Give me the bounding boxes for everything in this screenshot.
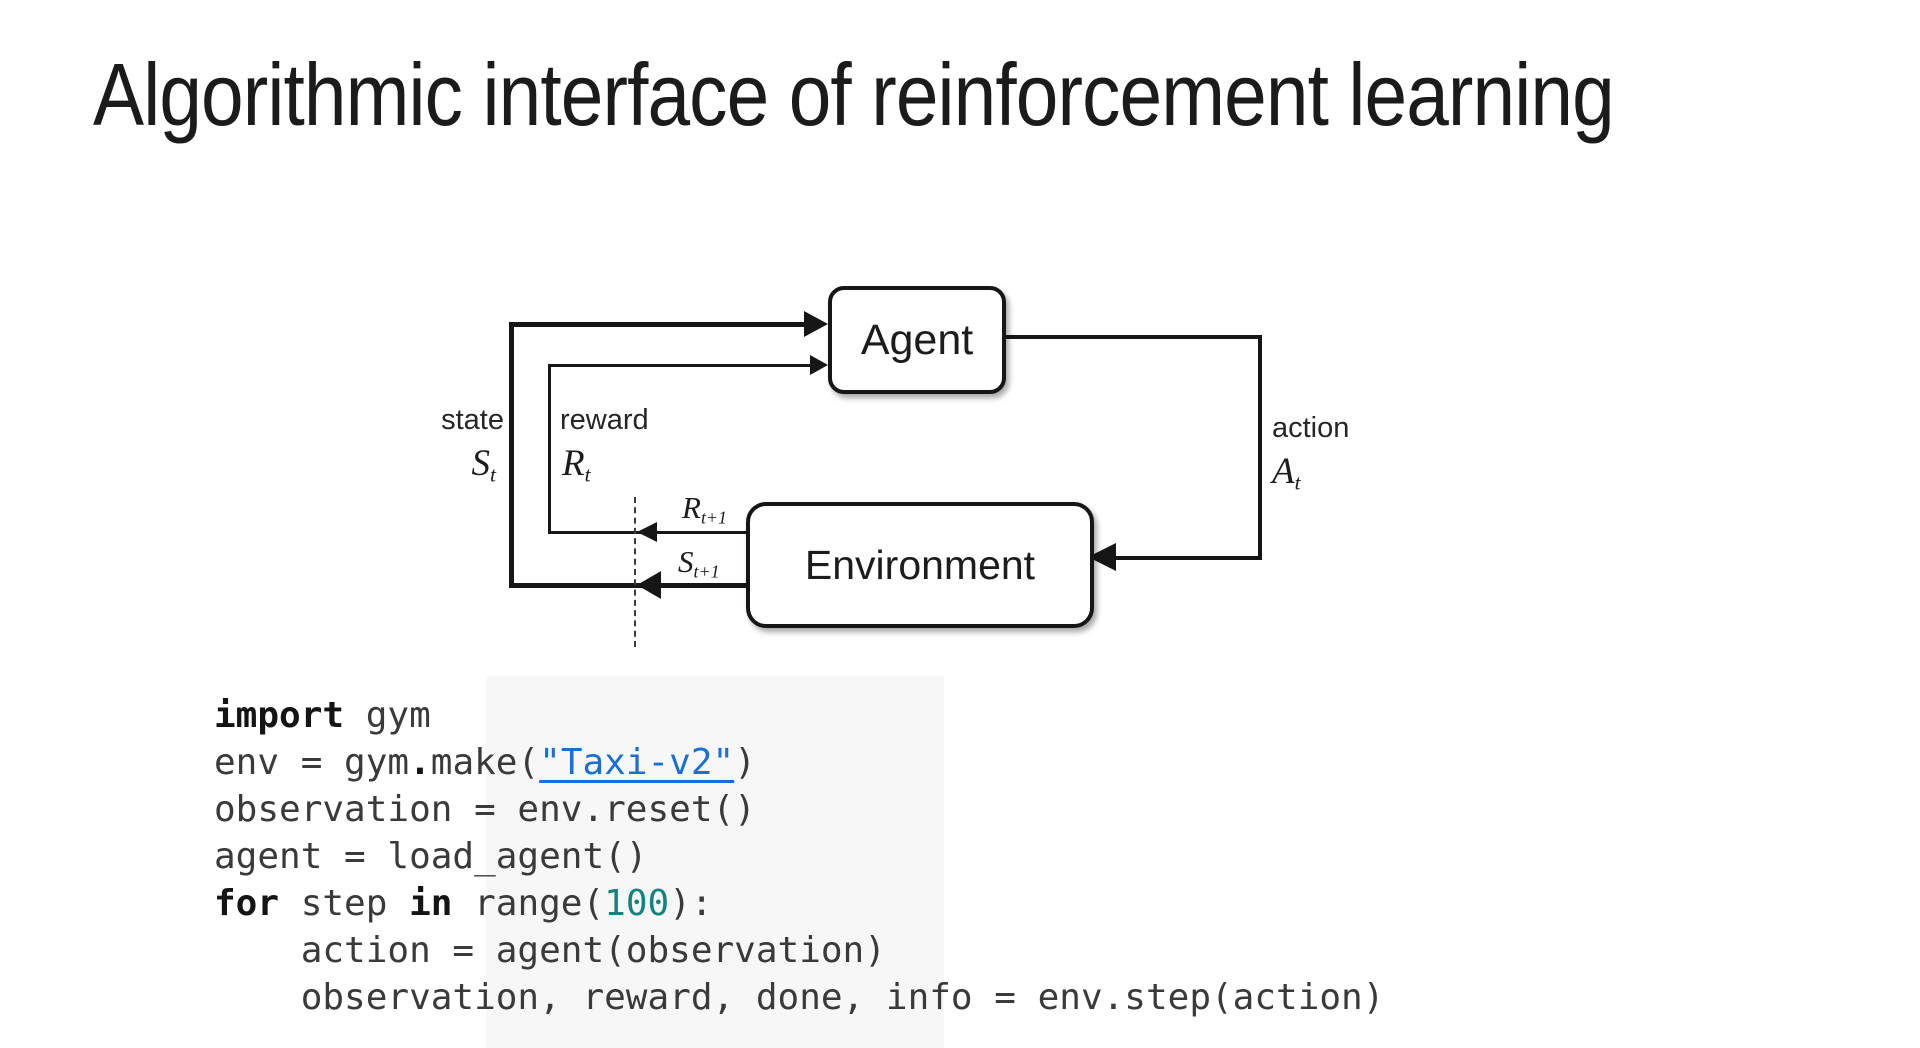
code-text: range( [452,883,605,924]
code-keyword: import [214,695,345,736]
code-operator: . [409,742,431,783]
state-label: state [441,404,504,436]
environment-box-label: Environment [804,541,1036,588]
code-line: env = gym.make("Taxi-v2") [214,739,1384,786]
action-line-from-agent [996,335,1262,339]
action-symbol: At [1272,451,1301,495]
next-state-arrowhead-icon [637,571,661,599]
state-arrowhead-icon [804,311,828,337]
code-keyword: in [409,883,453,924]
code-text: ): [669,883,713,924]
code-keyword: for [214,883,280,924]
code-text: ) [734,742,756,783]
state-symbol: St [471,443,496,487]
code-text: observation = env.reset() [214,789,756,830]
next-state-symbol: St+1 [678,544,720,582]
code-backdrop [486,676,944,1048]
agent-box-label: Agent [860,315,974,364]
state-line-to-agent [509,322,807,327]
slide-title: Algorithmic interface of reinforcement l… [93,45,1615,144]
code-text: observation, reward, done, info = env.st… [214,977,1385,1018]
code-text: env = gym [214,742,410,783]
code-text: agent = load_agent() [214,836,648,877]
code-line: import gym [214,692,1384,739]
next-reward-arrowhead-icon [637,522,657,542]
code-line: observation = env.reset() [214,786,1384,833]
next-state-line [509,583,746,588]
action-line-to-environment [1100,556,1262,560]
reward-line-vertical [548,364,551,534]
reward-label: reward [560,404,649,436]
next-reward-symbol: Rt+1 [682,490,728,528]
state-line-vertical [509,322,514,588]
reward-line-to-agent [548,364,810,367]
code-text: make( [430,742,540,783]
agent-box: Agent [828,286,1006,394]
code-number: 100 [604,883,670,924]
code-line: agent = load_agent() [214,833,1384,880]
code-line: observation, reward, done, info = env.st… [214,974,1385,1021]
code-text: step [279,883,410,924]
code-text: action = agent(observation) [214,930,886,971]
action-label: action [1272,412,1350,444]
code-line: for step in range(100): [214,880,1384,927]
reward-symbol: Rt [562,443,591,487]
code-line: action = agent(observation) [214,927,1384,974]
taxi-v2-link[interactable]: "Taxi-v2" [539,742,735,783]
action-line-vertical [1258,335,1262,560]
environment-box: Environment [746,502,1094,628]
code-text: gym [344,695,431,736]
reward-arrowhead-icon [810,355,828,375]
timestep-dashed-divider [634,497,636,647]
